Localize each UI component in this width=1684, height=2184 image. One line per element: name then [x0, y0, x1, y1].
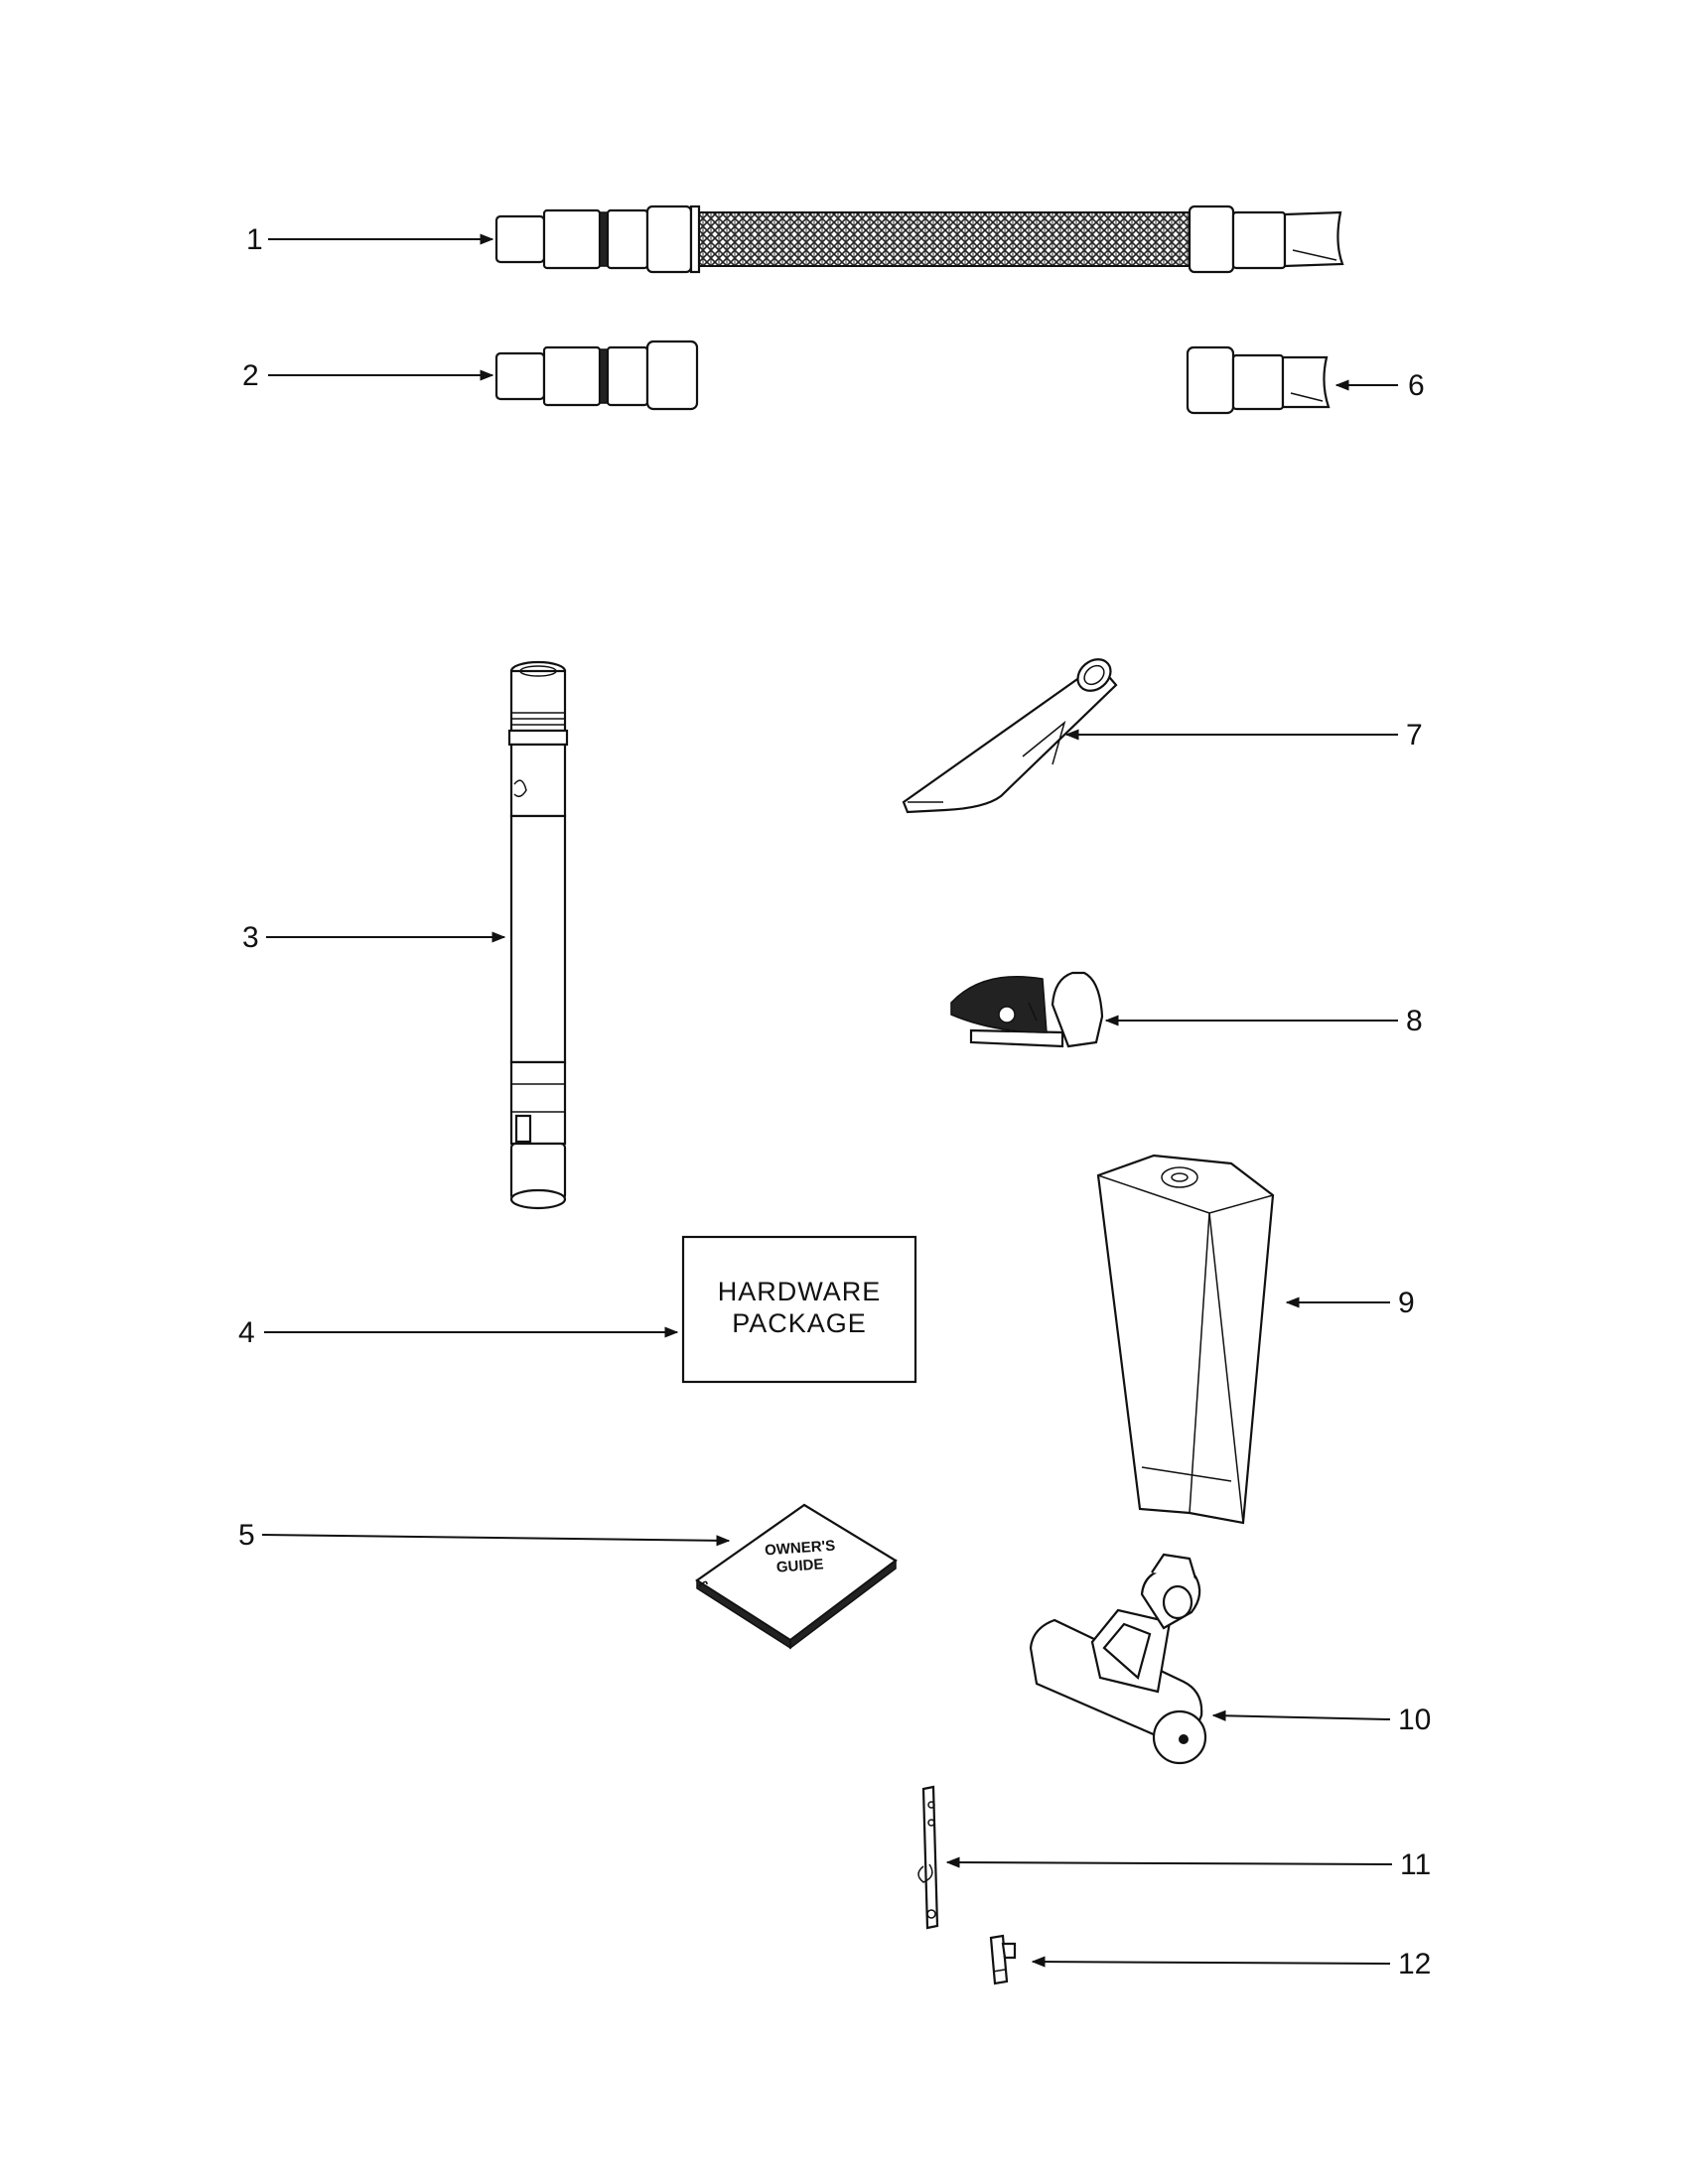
part-12-small-clip: [989, 1934, 1017, 1985]
part-10-turbo-brush: [1029, 1553, 1207, 1765]
callout-4: 4: [238, 1316, 255, 1349]
callout-7: 7: [1406, 719, 1423, 751]
callout-11: 11: [1400, 1848, 1431, 1881]
part-6-hose-end: [1186, 345, 1331, 415]
leader-line-10: [1211, 1709, 1391, 1721]
part-11-clip: [917, 1785, 939, 1930]
part-8-dusting-brush: [950, 971, 1104, 1048]
callout-10: 10: [1398, 1704, 1431, 1736]
callout-1: 1: [246, 223, 263, 256]
owners-guide-book: OWNER'S GUIDE: [695, 1503, 898, 1650]
callout-2: 2: [242, 359, 259, 392]
hardware-package-box: HARDWARE PACKAGE: [681, 1235, 917, 1384]
owners-guide-line2: GUIDE: [775, 1556, 824, 1575]
callout-8: 8: [1406, 1005, 1423, 1037]
leader-line-12: [1031, 1956, 1391, 1968]
part-2-hose-end: [494, 340, 699, 411]
callout-3: 3: [242, 921, 259, 954]
leader-line-5: [261, 1534, 731, 1547]
leader-line-11: [945, 1856, 1393, 1868]
part-9-paper-bag: [1096, 1154, 1275, 1525]
part-1-hose-assembly: [494, 205, 1344, 274]
callout-12: 12: [1398, 1948, 1431, 1980]
part-7-crevice-tool: [902, 658, 1118, 814]
hardware-package-line1: HARDWARE: [718, 1277, 882, 1306]
part-3-extension-wand: [507, 660, 569, 1210]
hardware-package-line2: PACKAGE: [732, 1308, 867, 1338]
callout-5: 5: [238, 1519, 255, 1552]
callout-9: 9: [1398, 1287, 1415, 1319]
callout-6: 6: [1408, 369, 1425, 402]
owners-guide-line1: OWNER'S: [765, 1538, 836, 1560]
